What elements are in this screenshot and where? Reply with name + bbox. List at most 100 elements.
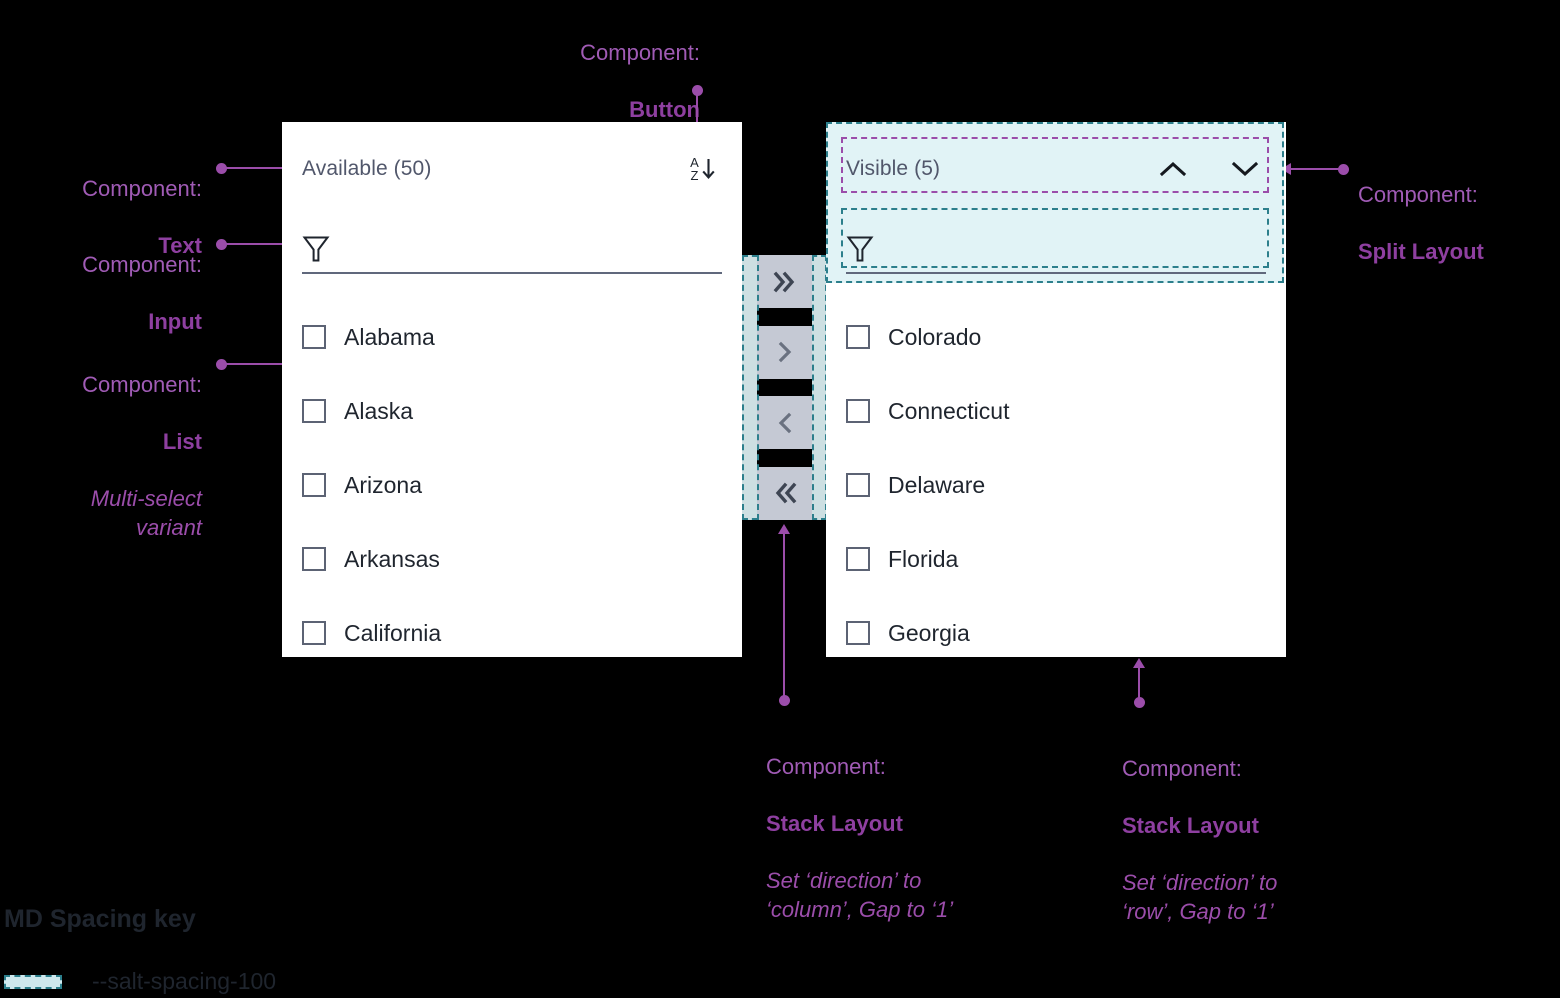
chevron-right-icon	[778, 341, 791, 363]
list-item-label: Alaska	[344, 397, 414, 424]
annotation-name: Text	[158, 232, 202, 258]
annotation-lead: Component:	[82, 371, 202, 397]
annotation-lead: Component:	[1122, 755, 1242, 781]
list-item[interactable]: Arizona	[302, 448, 722, 522]
available-filter-input[interactable]	[302, 218, 722, 274]
visible-panel-title-overlay: Visible (5)	[846, 157, 941, 180]
annotation-input: Component: Input	[20, 222, 202, 365]
list-item[interactable]: Delaware	[846, 448, 1266, 522]
checkbox[interactable]	[846, 473, 870, 497]
annotation-lead: Component:	[766, 753, 886, 779]
sort-az-button[interactable]: A Z	[682, 148, 724, 190]
annotation-text-dot	[216, 163, 227, 174]
checkbox[interactable]	[302, 399, 326, 423]
double-chevron-right-icon	[773, 271, 794, 292]
annotation-input-line	[222, 243, 300, 245]
list-item[interactable]: Florida	[846, 522, 1266, 596]
sort-az-letters: A Z	[690, 154, 699, 183]
transfer-button-stack	[757, 255, 812, 520]
annotation-sub: Set ‘direction’ to ‘column’, Gap to ‘1’	[766, 867, 954, 922]
checkbox[interactable]	[302, 473, 326, 497]
annotation-lead: Component:	[82, 251, 202, 277]
checkbox[interactable]	[302, 547, 326, 571]
annotation-stack-column-arrow	[778, 524, 790, 534]
available-panel-title: Available (50)	[302, 157, 432, 180]
annotation-stack-row-line	[1138, 668, 1140, 698]
annotation-lead: Component:	[82, 175, 202, 201]
annotation-name: List	[162, 428, 202, 454]
available-panel-header: Available (50) A Z	[282, 146, 742, 192]
move-all-left-button[interactable]	[757, 466, 812, 520]
annotation-stack-row-arrow	[1133, 658, 1145, 668]
stack-gap	[757, 378, 812, 397]
annotation-name: Stack Layout	[1122, 812, 1259, 838]
chevron-down-icon	[1231, 161, 1259, 177]
visible-header-actions-overlay	[1152, 148, 1266, 190]
spacing-key-row: --salt-spacing-100	[0, 968, 560, 995]
checkbox[interactable]	[846, 399, 870, 423]
visible-panel-header-overlay: Visible (5)	[826, 146, 1286, 192]
list-item-label: Arizona	[344, 471, 422, 498]
annotation-sub: Multi-select variant	[90, 485, 202, 540]
visible-panel: Visible (5)	[826, 122, 1286, 657]
annotation-stack-row-dot	[1134, 697, 1145, 708]
annotation-name: Stack Layout	[766, 810, 903, 836]
annotation-stack-column-dot	[779, 695, 790, 706]
list-item[interactable]: California	[302, 596, 722, 670]
move-right-button[interactable]	[757, 325, 812, 379]
annotation-stack-column-line	[783, 534, 785, 696]
annotation-name: Split Layout	[1358, 238, 1484, 264]
list-item-label: Connecticut	[888, 397, 1010, 424]
checkbox[interactable]	[302, 621, 326, 645]
chevron-left-icon	[778, 412, 791, 434]
checkbox[interactable]	[846, 547, 870, 571]
list-item[interactable]: Colorado	[846, 300, 1266, 374]
annotation-name: Button	[629, 96, 700, 122]
list-item[interactable]: Alaska	[302, 374, 722, 448]
annotation-text-line	[222, 167, 290, 169]
annotation-list-dot	[216, 359, 227, 370]
annotation-split-line	[1290, 168, 1340, 170]
visible-list: Colorado Connecticut Delaware Florida Ge…	[846, 300, 1266, 670]
list-item-label: Georgia	[888, 619, 970, 646]
stack-gap	[757, 449, 812, 467]
checkbox[interactable]	[302, 325, 326, 349]
list-item-label: Arkansas	[344, 545, 440, 572]
double-chevron-left-icon	[775, 482, 796, 504]
list-item[interactable]: Alabama	[302, 300, 722, 374]
annotation-button-line	[696, 90, 698, 138]
checkbox[interactable]	[846, 621, 870, 645]
move-down-button-overlay[interactable]	[1224, 148, 1266, 190]
annotation-split-dot	[1338, 164, 1349, 175]
spacing-key-swatch	[4, 974, 62, 989]
filter-funnel-icon	[846, 236, 874, 262]
move-all-right-button[interactable]	[757, 255, 812, 309]
sort-az-icon: A Z	[690, 154, 716, 183]
annotation-lead: Component:	[580, 39, 700, 65]
spacing-key: MD Spacing key --salt-spacing-100	[0, 905, 560, 995]
filter-funnel-icon	[302, 236, 330, 262]
list-item-label: Florida	[888, 545, 959, 572]
list-item-label: Alabama	[344, 323, 435, 350]
visible-filter-input-overlay[interactable]	[846, 218, 1266, 274]
annotation-text: Component: Text	[20, 146, 202, 289]
move-left-button[interactable]	[757, 396, 812, 450]
move-up-button-overlay[interactable]	[1152, 148, 1194, 190]
list-item[interactable]: Arkansas	[302, 522, 722, 596]
annotation-stack-column: Component: Stack Layout Set ‘direction’ …	[766, 724, 1056, 953]
annotation-split-layout: Component: Split Layout	[1358, 152, 1558, 295]
annotation-button: Component: Button	[500, 10, 700, 153]
spacing-guide-stack-right	[812, 255, 814, 520]
sort-letter-top: A	[690, 154, 699, 170]
available-panel: Available (50) A Z	[282, 122, 742, 657]
sort-letter-bottom: Z	[690, 168, 699, 183]
annotation-lead: Component:	[1358, 181, 1478, 207]
available-header-actions: A Z	[682, 148, 724, 190]
chevron-up-icon	[1159, 161, 1187, 177]
annotation-split-arrow	[1281, 163, 1291, 175]
annotation-list: Component: List Multi-select variant	[20, 342, 202, 571]
list-item[interactable]: Connecticut	[846, 374, 1266, 448]
list-item[interactable]: Georgia	[846, 596, 1266, 670]
checkbox[interactable]	[846, 325, 870, 349]
